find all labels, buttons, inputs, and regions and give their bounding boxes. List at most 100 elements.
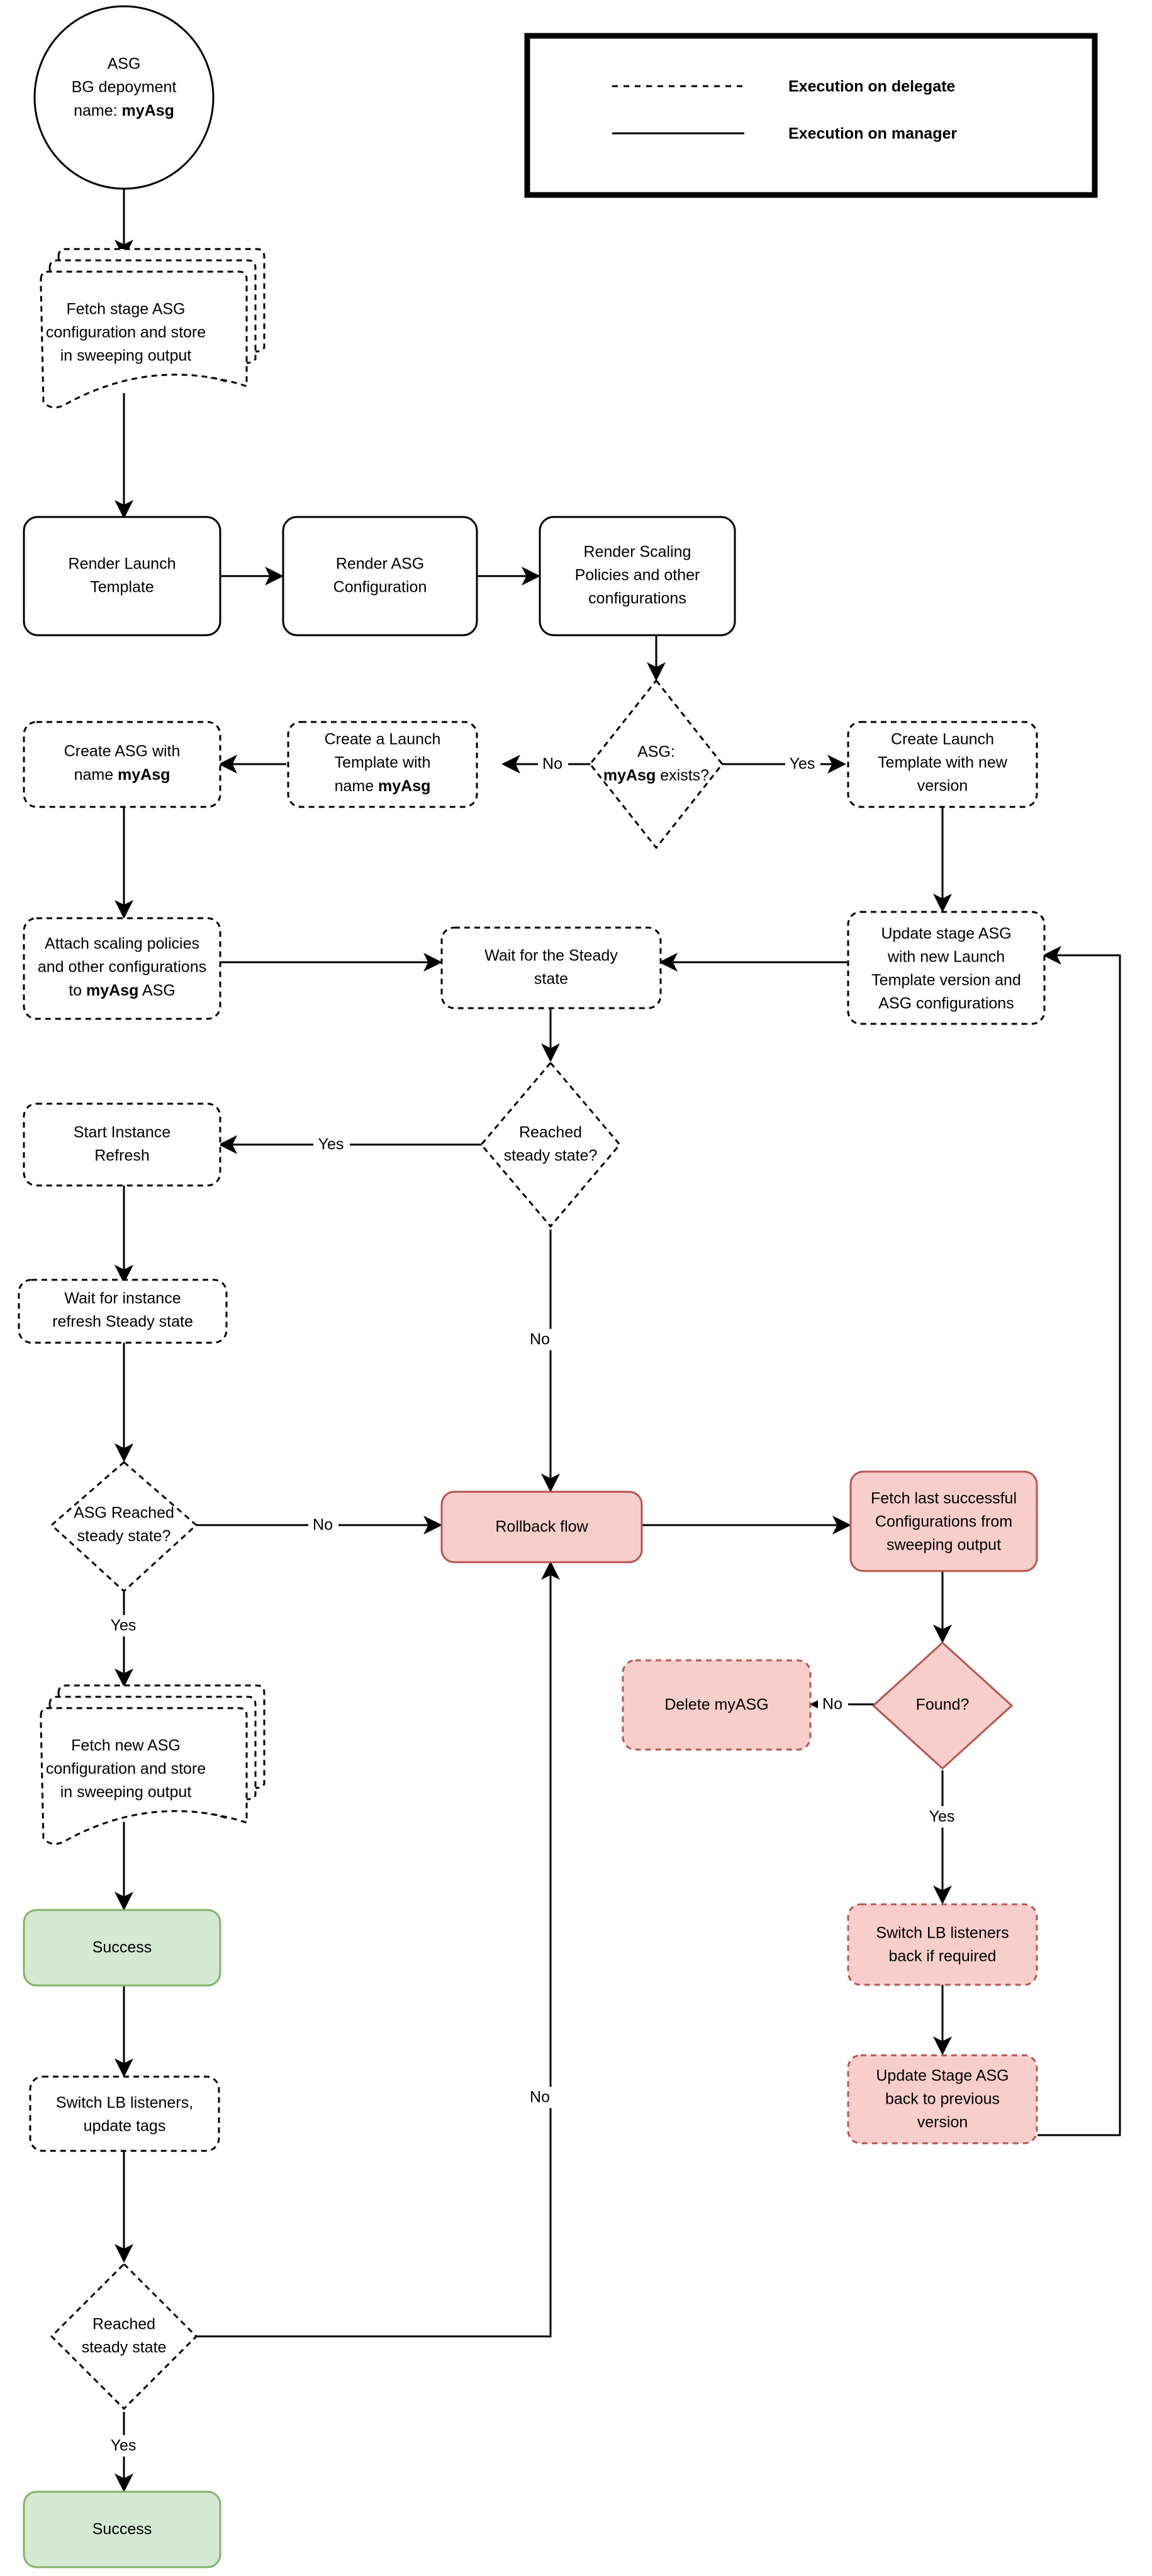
node-found-label: Found? <box>916 1696 970 1714</box>
node-switch-lb-line-1: Switch LB listeners, <box>56 2094 193 2112</box>
node-reached-steady-2-line-2: steady state <box>82 2339 167 2357</box>
node-start-refresh-line-1: Start Instance <box>74 1124 171 1141</box>
node-reached-steady-line-1: Reached <box>519 1124 582 1141</box>
node-render-asg-line-1: Render ASG <box>336 555 424 573</box>
legend-label-delegate: Execution on delegate <box>788 78 955 96</box>
node-update-stage-asg-line-3: Template version and <box>871 972 1021 989</box>
node-asg-reached-steady-decision[interactable]: ASG Reached steady state? <box>50 1461 198 1593</box>
node-update-back-line-1: Update Stage ASG <box>876 2067 1009 2085</box>
node-fetch-last-line-2: Configurations from <box>875 1513 1012 1531</box>
node-update-back-line-2: back to previous <box>885 2090 1000 2108</box>
node-reached-steady-state-decision[interactable]: Reached steady state? <box>480 1061 621 1228</box>
node-delete-myasg[interactable]: Delete myASG <box>622 1659 812 1751</box>
node-start-line-2: BG depoyment <box>72 79 177 96</box>
node-switch-lb-listeners[interactable]: Switch LB listeners, update tags <box>29 2075 220 2152</box>
node-fetch-new-line-2: configuration and store <box>46 1760 206 1778</box>
node-create-asg-name-line-1: Create ASG with <box>64 743 181 760</box>
node-create-lt-name-line-1: Create a Launch <box>325 731 441 748</box>
edge-label-no-reached-steady-2: No <box>530 2089 550 2106</box>
edge-label-yes-asg-reached: Yes <box>111 1617 137 1635</box>
legend: Execution on delegate Execution on manag… <box>524 33 1098 198</box>
node-render-lt-line-1: Render Launch <box>69 555 176 573</box>
node-update-stage-asg-line-4: ASG configurations <box>878 995 1014 1013</box>
node-switch-lb-line-2: update tags <box>84 2118 166 2135</box>
node-start-instance-refresh[interactable]: Start Instance Refresh <box>23 1102 221 1187</box>
edge-label-no-asg-exists: No <box>542 755 562 773</box>
node-wait-steady-state[interactable]: Wait for the Steady state <box>440 926 662 1009</box>
node-create-launch-template-new-version[interactable]: Create Launch Template with new version <box>847 721 1038 808</box>
node-fetch-stage-line-3: in sweeping output <box>60 347 192 365</box>
node-asg-exists-line-2: myAsg exists? <box>603 767 709 784</box>
node-render-launch-template[interactable]: Render Launch Template <box>23 516 221 636</box>
node-found-decision[interactable]: Found? <box>871 1641 1014 1770</box>
node-render-asg-line-2: Configuration <box>333 579 427 596</box>
node-reached-steady-line-2: steady state? <box>504 1147 598 1165</box>
node-render-scaling-line-2: Policies and other <box>575 567 700 584</box>
node-attach-policies-line-1: Attach scaling policies <box>45 935 199 953</box>
node-asg-reached-line-1: ASG Reached <box>74 1504 174 1522</box>
node-create-lt-new-line-1: Create Launch <box>891 731 994 748</box>
node-wait-steady-line-1: Wait for the Steady <box>484 947 618 965</box>
edge-label-yes-found: Yes <box>929 1808 955 1826</box>
edge-label-yes-asg-exists: Yes <box>790 755 815 773</box>
node-fetch-last-successful[interactable]: Fetch last successful Configurations fro… <box>849 1470 1038 1572</box>
node-rollback-label: Rollback flow <box>495 1518 588 1536</box>
node-create-lt-name-line-3: name myAsg <box>335 777 431 795</box>
node-update-stage-asg-line-1: Update stage ASG <box>881 925 1011 943</box>
node-render-scaling-line-3: configurations <box>588 590 686 608</box>
edge-label-yes-reached-steady: Yes <box>318 1136 344 1153</box>
node-start-refresh-line-2: Refresh <box>94 1147 150 1165</box>
node-start[interactable]: ASG BG depoyment name: myAsg <box>33 5 215 190</box>
node-create-launch-template-named[interactable]: Create a Launch Template with name myAsg <box>287 721 478 808</box>
node-success-2[interactable]: Success <box>23 2490 221 2568</box>
node-switch-lb-back-line-1: Switch LB listeners <box>876 1924 1009 1942</box>
node-render-asg-configuration[interactable]: Render ASG Configuration <box>282 516 478 636</box>
node-reached-steady-state-2-decision[interactable]: Reached steady state <box>50 2262 198 2411</box>
node-success-1[interactable]: Success <box>23 1909 221 1987</box>
node-wait-refresh-line-2: refresh Steady state <box>52 1313 193 1331</box>
edge-update-back-to-update-stage-asg <box>1037 946 1121 2136</box>
edge-label-no-asg-reached: No <box>313 1516 333 1534</box>
node-fetch-stage-line-2: configuration and store <box>46 324 206 341</box>
node-fetch-stage[interactable]: Fetch stage ASG configuration and store … <box>40 248 266 409</box>
node-update-stage-asg[interactable]: Update stage ASG with new Launch Templat… <box>847 911 1046 1025</box>
node-delete-myasg-label: Delete myASG <box>664 1696 768 1714</box>
edge-label-no-found: No <box>822 1696 842 1713</box>
node-create-asg-name-line-2: name myAsg <box>74 766 171 784</box>
node-asg-exists-line-1: ASG: <box>637 743 675 761</box>
node-create-lt-name-line-2: Template with <box>335 754 431 772</box>
node-fetch-new-line-3: in sweeping output <box>60 1784 192 1801</box>
node-wait-refresh-line-1: Wait for instance <box>64 1290 181 1307</box>
node-attach-policies-line-3: to myAsg ASG <box>69 982 176 999</box>
node-success-2-label: Success <box>92 2521 152 2538</box>
node-rollback-flow[interactable]: Rollback flow <box>440 1491 643 1563</box>
legend-label-manager: Execution on manager <box>788 125 957 143</box>
node-fetch-last-line-3: sweeping output <box>886 1536 1001 1554</box>
node-start-line-1: ASG <box>108 55 141 73</box>
node-update-back-line-3: version <box>917 2114 968 2131</box>
edge-label-no-reached-steady: No <box>530 1331 550 1348</box>
node-update-stage-asg-back[interactable]: Update Stage ASG back to previous versio… <box>847 2054 1038 2145</box>
node-reached-steady-2-line-1: Reached <box>92 2316 155 2333</box>
node-create-asg-named[interactable]: Create ASG with name myAsg <box>23 721 221 808</box>
node-asg-exists-decision[interactable]: ASG: myAsg exists? <box>589 679 724 850</box>
edge-label-yes-reached-steady-2: Yes <box>111 2437 137 2455</box>
node-attach-policies-line-2: and other configurations <box>38 958 206 976</box>
node-asg-reached-line-2: steady state? <box>77 1528 171 1545</box>
edge-labels-group: No Yes Yes No No Yes No Yes No Yes <box>106 753 961 2457</box>
node-attach-scaling-policies[interactable]: Attach scaling policies and other config… <box>23 917 221 1020</box>
node-render-lt-line-2: Template <box>90 579 154 596</box>
node-update-stage-asg-line-2: with new Launch <box>887 948 1005 966</box>
node-wait-instance-refresh[interactable]: Wait for instance refresh Steady state <box>18 1279 228 1344</box>
node-start-line-3: name: myAsg <box>74 102 174 119</box>
node-create-lt-new-line-2: Template with new <box>878 754 1008 772</box>
node-fetch-new-asg-config[interactable]: Fetch new ASG configuration and store in… <box>40 1684 266 1845</box>
node-switch-lb-back[interactable]: Switch LB listeners back if required <box>847 1903 1038 1986</box>
node-switch-lb-back-line-2: back if required <box>889 1948 997 1965</box>
node-fetch-last-line-1: Fetch last successful <box>871 1490 1017 1507</box>
node-fetch-new-line-1: Fetch new ASG <box>71 1737 181 1755</box>
node-render-scaling-policies[interactable]: Render Scaling Policies and other config… <box>539 516 736 636</box>
node-render-scaling-line-1: Render Scaling <box>584 543 691 561</box>
